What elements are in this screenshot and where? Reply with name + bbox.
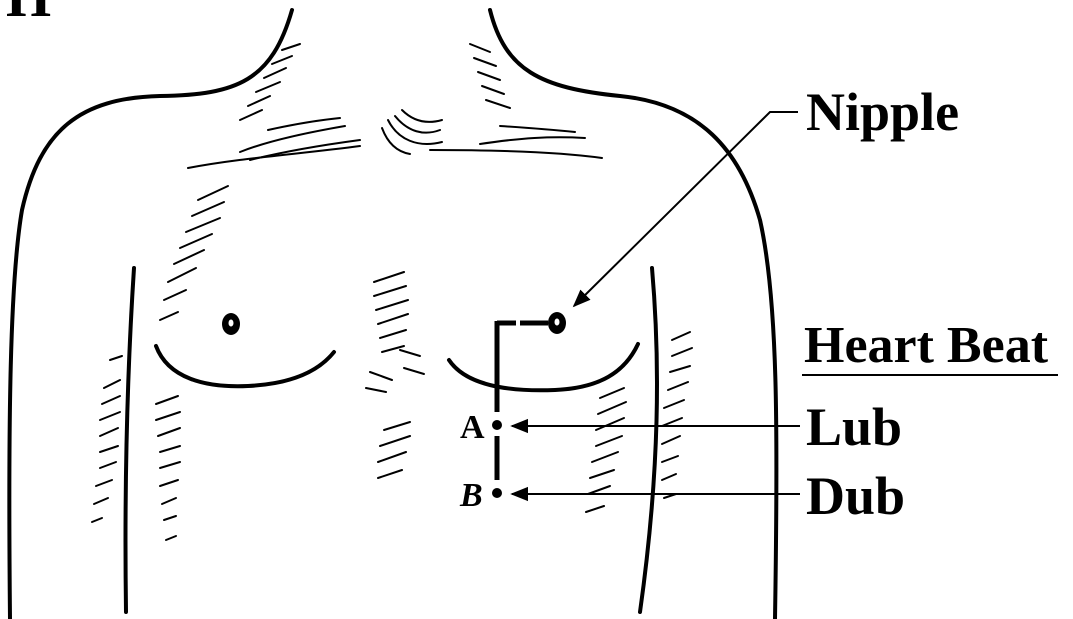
point-a-dot <box>492 420 502 430</box>
point-b-dot <box>492 488 502 498</box>
lub-label: Lub <box>806 397 902 457</box>
nipple-leader-arrow <box>574 112 798 306</box>
left-neck-shoulder-outline <box>9 10 292 619</box>
measurement-path <box>497 321 548 480</box>
right-neck-shoulder-outline <box>490 10 776 619</box>
torso-outline <box>9 10 776 619</box>
point-a-label: A <box>460 409 485 446</box>
right-pectoral-line <box>449 344 638 390</box>
dub-label: Dub <box>806 466 905 526</box>
panel-letter: H <box>6 0 51 29</box>
left-nipple <box>222 313 240 335</box>
right-nipple <box>548 312 566 334</box>
heart-beat-heading: Heart Beat <box>804 317 1049 374</box>
right-arm-line <box>640 268 657 612</box>
left-arm-line <box>125 268 134 612</box>
clavicle-details <box>188 110 602 168</box>
point-b-label: B <box>459 477 483 514</box>
shading-hatching <box>92 44 692 540</box>
left-pectoral-line <box>156 346 334 386</box>
nipple-label: Nipple <box>806 82 959 142</box>
